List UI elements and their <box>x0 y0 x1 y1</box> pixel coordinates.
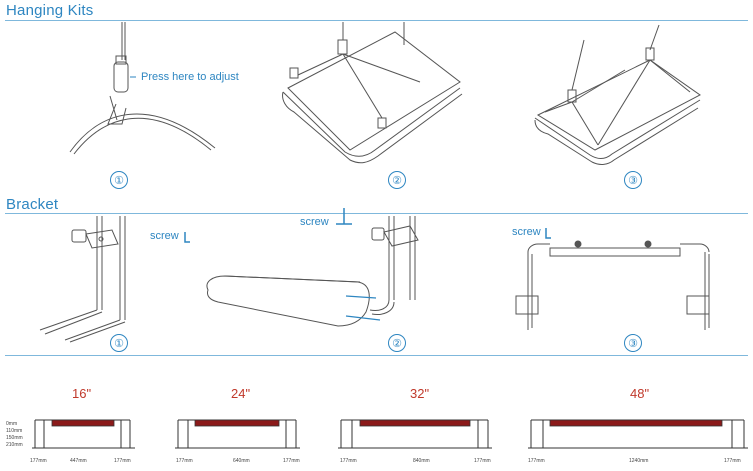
dim-48-right: 177mm <box>724 458 741 464</box>
lamp-bar-48 <box>549 419 723 427</box>
dim-24-right: 177mm <box>283 458 300 464</box>
press-adjust-note: Press here to adjust <box>141 71 239 83</box>
screw-note-1: screw <box>150 230 179 242</box>
sizes-divider <box>5 355 748 356</box>
bracket-lamp-illustration <box>206 216 419 327</box>
dim-48-middle: 1240mm <box>629 458 649 464</box>
size-label-32: 32" <box>410 386 430 401</box>
dim-48-left: 177mm <box>528 458 545 464</box>
dim-16-right: 177mm <box>114 458 131 464</box>
lamp-bar-24 <box>194 419 280 427</box>
height-mark-110: 110mm <box>6 428 23 434</box>
dim-32-middle: 840mm <box>413 458 430 464</box>
bracket-front-illustration <box>515 240 710 330</box>
size-label-48: 48" <box>630 386 650 401</box>
screw-note-3: screw <box>512 226 541 238</box>
size-label-24: 24" <box>231 386 251 401</box>
bracket-divider <box>5 213 748 214</box>
cross-wire-lamp-illustration <box>534 24 701 165</box>
lamp-bar-32 <box>359 419 471 427</box>
height-mark-150: 150mm <box>6 435 23 441</box>
dim-32-right: 177mm <box>474 458 491 464</box>
bracket-side-illustration <box>39 216 126 343</box>
screw-note-2: screw <box>300 216 329 228</box>
dim-32-left: 177mm <box>340 458 357 464</box>
hanging-lamp-illustration <box>282 22 463 164</box>
dim-16-middle: 447mm <box>70 458 87 464</box>
dim-24-left: 177mm <box>176 458 193 464</box>
dim-16-left: 177mm <box>30 458 47 464</box>
lamp-bar-16 <box>51 419 115 427</box>
size-label-16: 16" <box>72 386 92 401</box>
dim-24-middle: 640mm <box>233 458 250 464</box>
height-mark-210: 210mm <box>6 442 23 448</box>
hanging-divider <box>5 20 748 21</box>
wire-clip-illustration <box>69 22 216 155</box>
hanging-kits-title: Hanging Kits <box>6 2 94 19</box>
bracket-title: Bracket <box>6 196 59 213</box>
height-mark-0: 0mm <box>6 421 18 427</box>
